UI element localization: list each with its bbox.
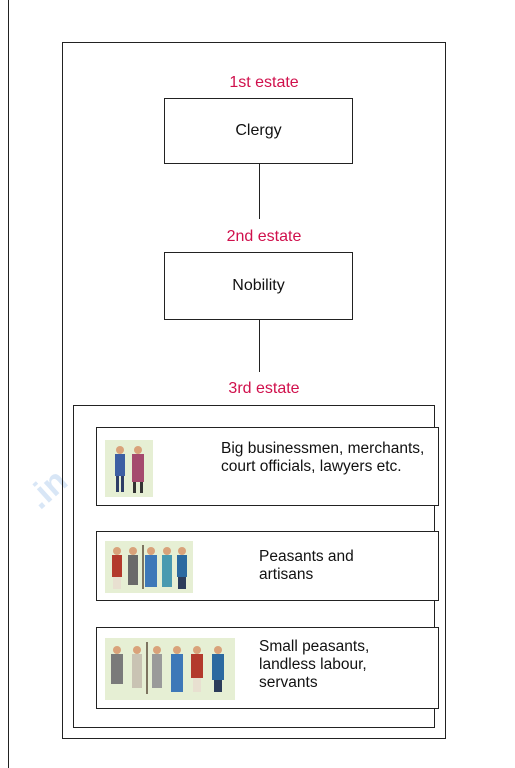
page-edge-rule <box>8 0 9 768</box>
estate-label-second: 2nd estate <box>226 228 302 245</box>
estate-box-clergy: Clergy <box>164 98 353 164</box>
third-estate-group-small-peasants: Small peasants, landless labour, servant… <box>96 627 439 709</box>
third-estate-group-peasants-artisans: Peasants and artisans <box>96 531 439 601</box>
two-figures-illustration <box>105 440 153 497</box>
group-description: Peasants and artisans <box>259 548 354 583</box>
estate-label-first: 1st estate <box>229 74 299 91</box>
group-of-six-figures-illustration <box>105 638 235 700</box>
connector-line <box>259 320 260 372</box>
third-estate-group-businessmen: Big businessmen, merchants, court offici… <box>96 427 439 506</box>
connector-line <box>259 164 260 219</box>
group-description: Small peasants, landless labour, servant… <box>259 638 370 691</box>
group-of-five-figures-illustration <box>105 541 193 593</box>
group-description: Big businessmen, merchants, court offici… <box>221 440 425 475</box>
diagram-frame <box>62 42 446 739</box>
estate-box-nobility: Nobility <box>164 252 353 320</box>
estate-label-third: 3rd estate <box>228 380 300 397</box>
